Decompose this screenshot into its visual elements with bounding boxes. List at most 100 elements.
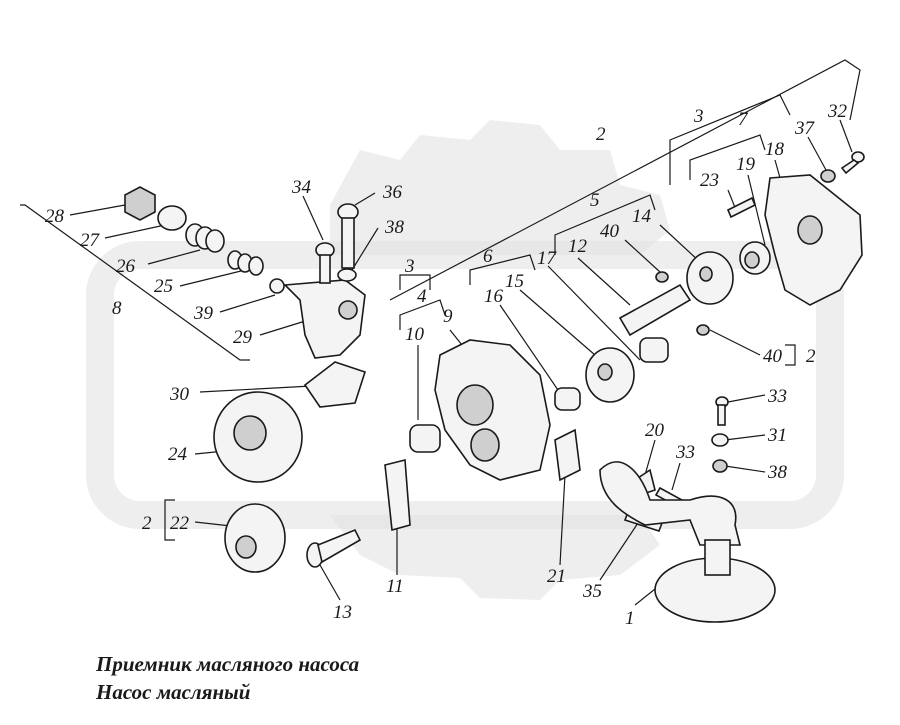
- watermark-gear-icon: [330, 120, 670, 255]
- bracket-2-22: [164, 499, 175, 541]
- lead-35: [599, 519, 641, 581]
- lead-38b: [724, 465, 766, 473]
- part-30-gasket-icon: [303, 361, 367, 408]
- callout-27: 27: [80, 230, 101, 251]
- callout-38-right: 38: [767, 462, 788, 483]
- callout-24: 24: [168, 444, 188, 465]
- callout-7: 7: [738, 109, 749, 130]
- callout-2-top: 2: [596, 124, 606, 145]
- lead-19: [747, 174, 766, 246]
- callout-40-right: 40: [763, 346, 783, 367]
- callout-34: 34: [291, 177, 312, 198]
- callout-3-left: 3: [404, 256, 415, 277]
- lead-16: [499, 304, 559, 391]
- callout-20: 20: [645, 420, 665, 441]
- bracket-3-right: [669, 94, 791, 185]
- watermark-gear-bottom-icon: [330, 515, 660, 600]
- lead-21: [559, 474, 566, 566]
- callout-32: 32: [827, 101, 848, 122]
- part-38-nut-top-icon: [337, 268, 357, 282]
- bracket-4: [399, 299, 446, 330]
- lead-27: [104, 224, 166, 239]
- bracket-5: [554, 194, 656, 255]
- lead-34: [302, 195, 324, 241]
- part-32-bolt-icon: [840, 151, 865, 175]
- lead-37: [807, 136, 827, 171]
- callout-6: 6: [483, 246, 493, 267]
- callout-25: 25: [154, 276, 173, 297]
- callout-4: 4: [417, 286, 427, 307]
- part-16-bushing-icon: [554, 387, 581, 411]
- lead-17: [547, 265, 641, 361]
- caption-receiver-title: Приемник масляного насоса: [96, 652, 360, 676]
- callout-11: 11: [386, 576, 404, 597]
- part-39-ball-icon: [269, 278, 285, 294]
- callout-33-lower: 33: [675, 442, 695, 463]
- part-37-washer-icon: [820, 169, 836, 183]
- lead-9: [449, 329, 463, 346]
- lead-40a: [624, 239, 661, 273]
- part-13-bolt-icon: [306, 528, 362, 568]
- part-36-bolt-icon: [337, 203, 359, 269]
- lead-39: [219, 294, 276, 313]
- part-40-key-lower-icon: [696, 324, 710, 336]
- callout-39: 39: [193, 303, 214, 324]
- callout-26: 26: [116, 256, 136, 277]
- callout-14: 14: [632, 206, 652, 227]
- part-31-washer-icon: [711, 433, 729, 447]
- lead-26: [147, 249, 201, 265]
- bracket-6: [469, 254, 536, 285]
- callout-22: 22: [170, 513, 190, 534]
- lead-15: [519, 289, 596, 356]
- part-9-bore-icon: [456, 384, 494, 426]
- callout-21: 21: [547, 566, 566, 587]
- bracket-3-left: [399, 274, 431, 290]
- callout-labels: 1 2 2 2 3 3 4 5 6 7 8 9 10 11 12 13 14 1…: [45, 101, 848, 629]
- part-29-port-icon: [338, 300, 358, 320]
- part-14-gear-icon: [686, 251, 734, 305]
- lead-25: [179, 269, 246, 287]
- callout-1: 1: [625, 608, 635, 629]
- callout-13: 13: [333, 602, 352, 623]
- part-18-bore-icon: [797, 215, 823, 245]
- callout-28: 28: [45, 206, 65, 227]
- lead-12: [577, 257, 631, 306]
- part-33-bolt-icon: [715, 396, 729, 426]
- bracket-8: [20, 204, 250, 361]
- lead-36: [354, 192, 376, 206]
- callout-3-right: 3: [693, 106, 704, 127]
- lead-28: [69, 204, 126, 216]
- bracket-7: [689, 134, 766, 180]
- callout-16: 16: [484, 286, 504, 307]
- bracket-2-top: [389, 59, 861, 301]
- part-23-pin-icon: [726, 196, 757, 219]
- part-26-spring-icon: [185, 223, 225, 253]
- callout-2-right: 2: [806, 346, 816, 367]
- callout-40-top: 40: [600, 221, 620, 242]
- lead-14: [659, 224, 701, 263]
- part-19-bearing-icon: [739, 241, 771, 275]
- part-21-gasket-icon: [554, 428, 581, 482]
- callout-5: 5: [590, 190, 600, 211]
- part-38-nut-icon: [712, 459, 728, 473]
- callout-2-left: 2: [142, 513, 152, 534]
- part-10-bushing-icon: [409, 424, 441, 453]
- callout-30: 30: [169, 384, 190, 405]
- part-1-oil-receiver-icon: [599, 461, 776, 623]
- callout-17: 17: [537, 248, 558, 269]
- callout-15: 15: [505, 271, 524, 292]
- part-27-washer-icon: [157, 205, 187, 231]
- caption-pump-title: Насос масляный: [96, 680, 251, 704]
- part-17-bushing-icon: [639, 337, 669, 363]
- part-11-plate-icon: [384, 458, 411, 532]
- lead-32: [839, 119, 853, 153]
- callout-10: 10: [405, 324, 425, 345]
- callout-31: 31: [767, 425, 787, 446]
- part-22-gear-icon: [224, 503, 286, 573]
- lead-33a: [727, 394, 766, 403]
- callout-8: 8: [112, 298, 122, 319]
- part-29-valve-body-icon: [283, 279, 366, 359]
- lead-38a: [351, 227, 379, 271]
- part-9-bore-lower-icon: [470, 428, 500, 462]
